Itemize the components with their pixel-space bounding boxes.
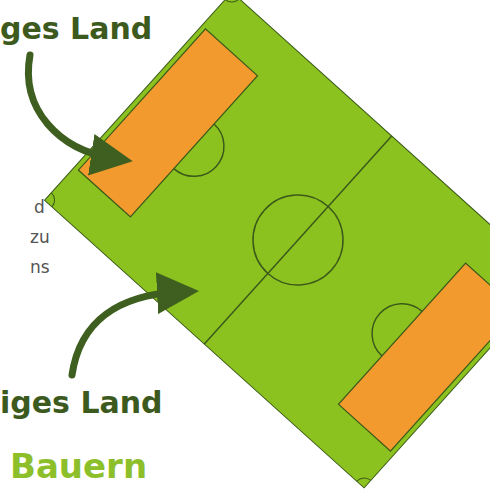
heading-text: iges Land [0, 386, 163, 419]
body-text: zu [30, 228, 50, 247]
pointer-arrow [28, 55, 112, 158]
pointer-arrow [72, 292, 178, 375]
body-text: ns [30, 258, 50, 277]
body-text: d [34, 198, 45, 217]
title-text: Bauern [10, 448, 147, 485]
heading-text: ges Land [0, 12, 152, 45]
